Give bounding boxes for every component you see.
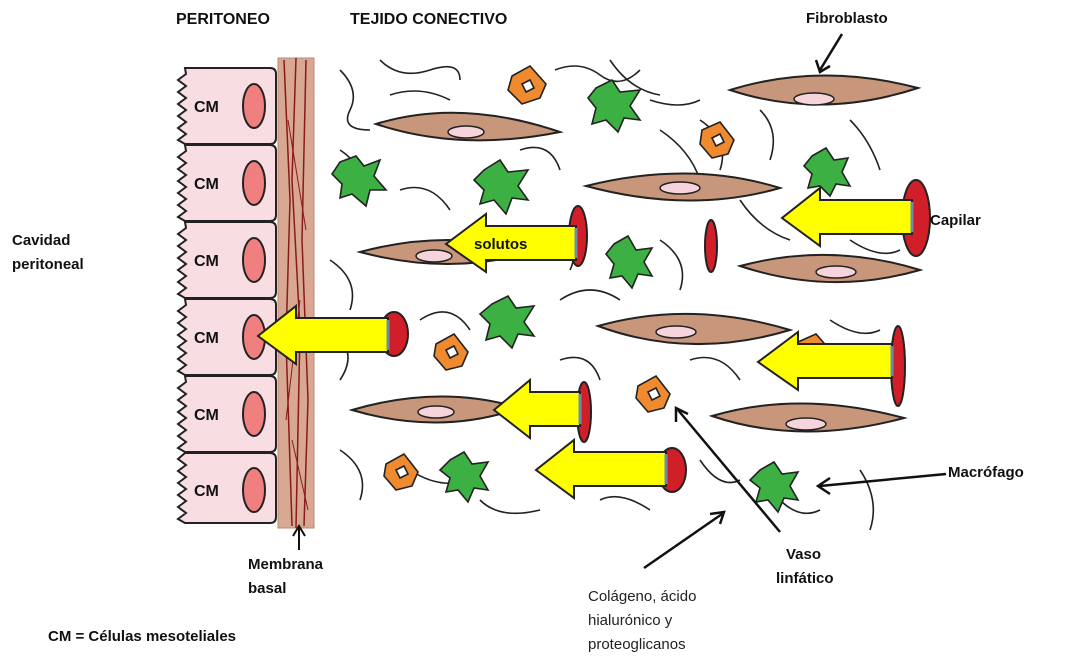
macrophage	[606, 236, 652, 288]
mesothelial-cell: CM	[178, 453, 276, 523]
nucleus	[243, 161, 265, 205]
colageno-label-2: hialurónico y	[588, 612, 672, 630]
vaso-label-1: Vaso	[786, 546, 821, 564]
fibroblast	[712, 403, 904, 431]
pointer-arrows	[644, 34, 946, 568]
macrophage	[804, 148, 850, 196]
cm-label: CM	[194, 99, 219, 116]
macrophages	[332, 80, 850, 512]
colageno-label-1: Colágeno, ácido	[588, 588, 696, 606]
capilar-label: Capilar	[930, 212, 981, 230]
nucleus	[243, 392, 265, 436]
cm-label: CM	[194, 407, 219, 424]
cm-label: CM	[194, 253, 219, 270]
membrana-label-2: basal	[248, 580, 286, 598]
cm-label: CM	[194, 176, 219, 193]
basement-membrane	[278, 58, 314, 550]
cavidad-label-1: Cavidad	[12, 232, 70, 250]
peritoneo-heading: PERITONEO	[176, 10, 270, 29]
vaso-label-2: linfático	[776, 570, 834, 588]
macrophage	[332, 156, 386, 206]
solutos-label: solutos	[474, 236, 527, 254]
mesothelial-cell: CM	[178, 145, 276, 221]
macrophage	[440, 452, 488, 502]
macrophage	[588, 80, 640, 132]
flux-arrow	[782, 188, 912, 246]
nucleus	[243, 238, 265, 282]
membrana-label-1: Membrana	[248, 556, 323, 574]
macrophage	[480, 296, 534, 348]
legend-text: CM = Células mesoteliales	[48, 628, 236, 646]
nucleus	[243, 468, 265, 512]
flux-arrow	[494, 380, 580, 438]
colageno-label-3: proteoglicanos	[588, 636, 686, 654]
cm-label: CM	[194, 483, 219, 500]
macrofago-label: Macrófago	[948, 464, 1024, 482]
fibroblast	[598, 314, 790, 344]
mesothelial-cell: CM	[178, 376, 276, 452]
macrophage	[474, 160, 528, 214]
mesothelial-layer: CM CM CM CM CM CM	[178, 68, 276, 523]
cavidad-label-2: peritoneal	[12, 256, 84, 274]
mesothelial-cell: CM	[178, 222, 276, 298]
tejido-heading: TEJIDO CONECTIVO	[350, 10, 507, 29]
fibroblasto-label: Fibroblasto	[806, 10, 888, 28]
nucleus	[243, 84, 265, 128]
flux-arrow	[536, 440, 666, 498]
fibroblast	[586, 173, 780, 200]
cm-label: CM	[194, 330, 219, 347]
fibroblast	[740, 255, 920, 282]
fibroblast	[730, 75, 918, 105]
mesothelial-cell: CM	[178, 68, 276, 144]
capillary	[705, 220, 717, 272]
flux-arrow	[758, 332, 892, 390]
fibroblast	[376, 113, 560, 141]
